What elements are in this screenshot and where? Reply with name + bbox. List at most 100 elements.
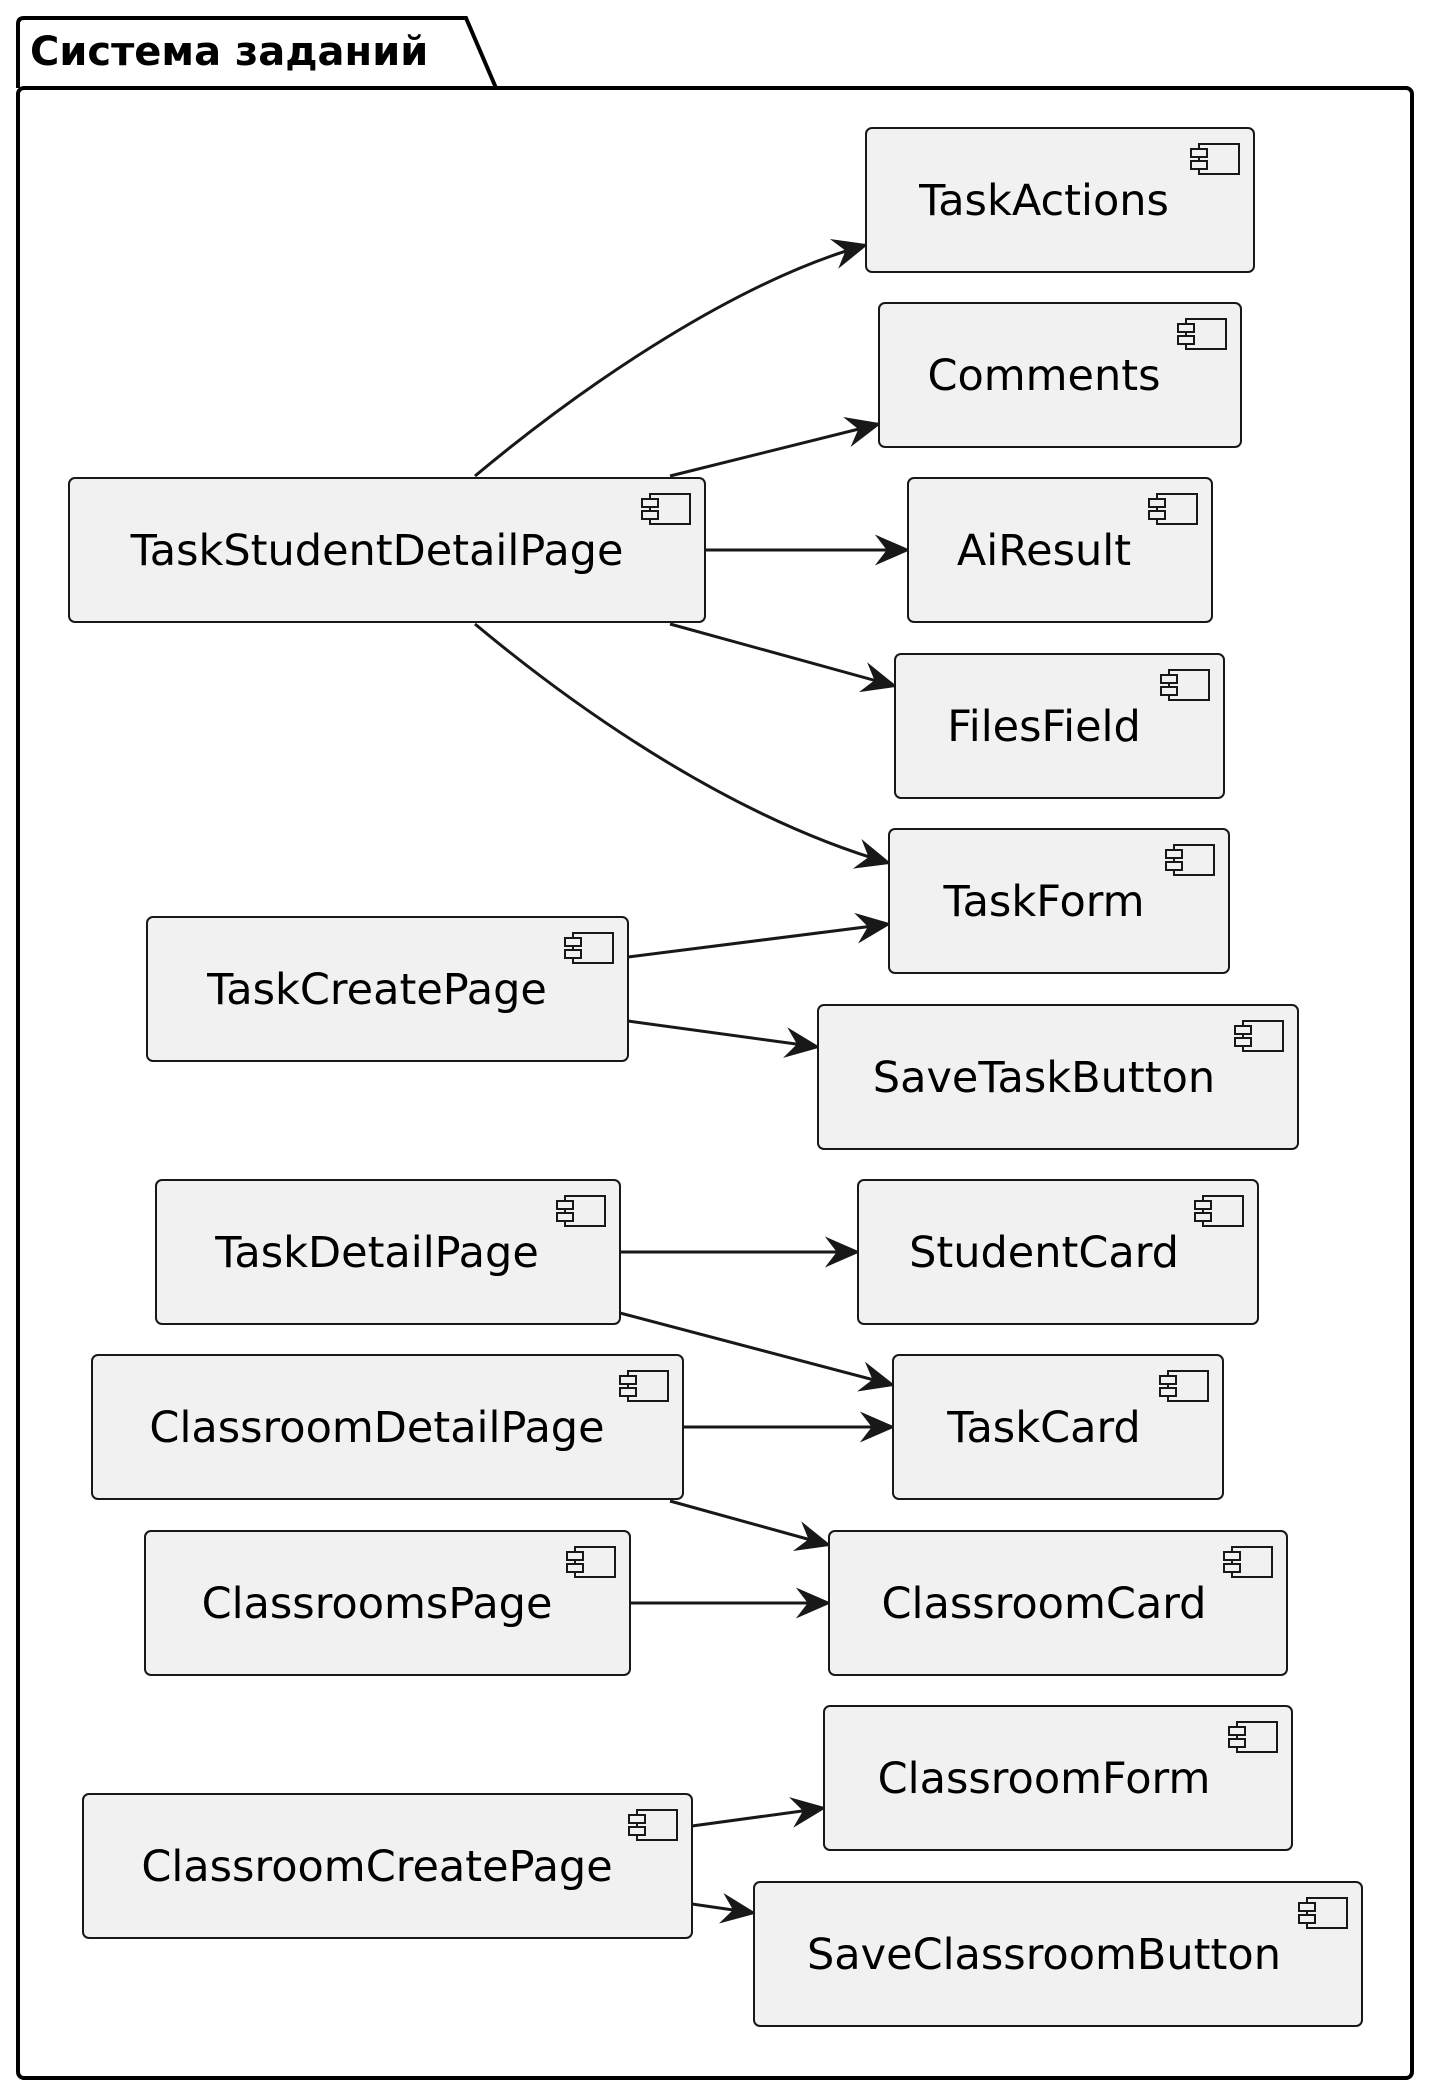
component-ClassroomForm: ClassroomForm (823, 1705, 1293, 1851)
component-icon (1160, 669, 1210, 701)
component-icon (1234, 1020, 1284, 1052)
edge-line (619, 1311, 894, 1387)
edge-ClassroomCreatePage-to-SaveClassroomButton (691, 1892, 757, 1924)
arrowhead (829, 238, 869, 269)
component-label: TaskCard (946, 1403, 1140, 1453)
package-title: Система заданий (30, 29, 428, 75)
component-box (144, 1530, 631, 1676)
component-box (753, 1881, 1363, 2027)
arrowhead (874, 534, 911, 566)
edge-TaskCreatePage-to-TaskForm (627, 912, 892, 959)
edge-ClassroomDetailPage-to-ClassroomCard (669, 1499, 832, 1552)
component-box (894, 653, 1225, 799)
component-label: Comments (927, 351, 1160, 401)
package-frame (16, 86, 1414, 2080)
arrowhead (783, 1027, 821, 1058)
component-TaskDetailPage: TaskDetailPage (155, 1179, 621, 1325)
edge-TaskDetailPage-to-StudentCard (620, 1236, 861, 1268)
component-box (907, 477, 1213, 623)
component-label: TaskCreatePage (206, 965, 547, 1015)
component-label: ClassroomCreatePage (141, 1842, 612, 1892)
component-label: ClassroomCard (882, 1579, 1207, 1629)
component-box (865, 127, 1255, 273)
component-label: SaveTaskButton (873, 1053, 1215, 1103)
edge-line (669, 622, 896, 688)
arrowhead (843, 417, 882, 448)
component-label: FilesField (947, 702, 1141, 752)
component-box (878, 302, 1242, 448)
component-label: TaskForm (942, 877, 1144, 927)
edge-TaskStudentDetailPage-to-TaskActions (474, 238, 869, 478)
component-AiResult: AiResult (907, 477, 1213, 623)
component-TaskActions: TaskActions (865, 127, 1255, 273)
component-icon (1223, 1546, 1273, 1578)
edges-layer (474, 238, 911, 1924)
component-label: SaveClassroomButton (807, 1930, 1281, 1980)
component-label: TaskStudentDetailPage (130, 526, 624, 576)
component-box (82, 1793, 693, 1939)
component-Comments: Comments (878, 302, 1242, 448)
nodes-layer: TaskActionsCommentsTaskStudentDetailPage… (68, 127, 1363, 2027)
component-box (828, 1530, 1288, 1676)
edge-TaskStudentDetailPage-to-TaskForm (474, 622, 892, 869)
arrowhead (854, 912, 892, 944)
arrowhead (858, 662, 898, 693)
arrowhead (859, 1411, 896, 1443)
edge-line (627, 922, 890, 959)
arrowhead (824, 1236, 861, 1268)
component-StudentCard: StudentCard (857, 1179, 1259, 1325)
component-label: ClassroomDetailPage (149, 1403, 604, 1453)
edge-TaskDetailPage-to-TaskCard (619, 1311, 896, 1392)
edge-line (691, 1806, 825, 1828)
component-ClassroomCard: ClassroomCard (828, 1530, 1288, 1676)
component-FilesField: FilesField (894, 653, 1225, 799)
arrowhead (718, 1892, 757, 1924)
component-TaskCreatePage: TaskCreatePage (146, 916, 629, 1062)
arrowhead (857, 1361, 896, 1392)
component-box (155, 1179, 621, 1325)
component-label: ClassroomForm (878, 1754, 1211, 1804)
arrowhead (795, 1587, 832, 1619)
component-icon (1177, 318, 1227, 350)
component-ClassroomCreatePage: ClassroomCreatePage (82, 1793, 693, 1939)
component-box (888, 828, 1230, 974)
edge-TaskStudentDetailPage-to-AiResult (705, 534, 911, 566)
component-icon (641, 493, 691, 525)
package: Система заданий (16, 16, 1414, 2080)
component-icon (1159, 1370, 1209, 1402)
edge-line (474, 243, 867, 478)
edge-line (669, 1499, 830, 1547)
component-box (68, 477, 706, 623)
component-box (823, 1705, 1293, 1851)
component-TaskCard: TaskCard (892, 1354, 1224, 1500)
component-TaskForm: TaskForm (888, 828, 1230, 974)
package-tab (16, 16, 498, 89)
component-label: TaskActions (918, 176, 1169, 226)
edge-ClassroomDetailPage-to-TaskCard (683, 1411, 896, 1443)
component-icon (619, 1370, 669, 1402)
component-icon (1298, 1897, 1348, 1929)
component-box (91, 1354, 684, 1500)
component-box (146, 916, 629, 1062)
component-box (892, 1354, 1224, 1500)
component-icon (1148, 493, 1198, 525)
edge-line (669, 422, 880, 478)
component-box (817, 1004, 1299, 1150)
edge-line (474, 622, 890, 865)
arrowhead (852, 838, 892, 869)
component-label: StudentCard (909, 1228, 1179, 1278)
component-icon (1165, 844, 1215, 876)
edge-TaskStudentDetailPage-to-Comments (669, 417, 882, 478)
edge-ClassroomsPage-to-ClassroomCard (630, 1587, 832, 1619)
component-icon (1228, 1721, 1278, 1753)
component-SaveTaskButton: SaveTaskButton (817, 1004, 1299, 1150)
component-icon (566, 1546, 616, 1578)
arrowhead (792, 1521, 832, 1552)
component-icon (564, 932, 614, 964)
component-TaskStudentDetailPage: TaskStudentDetailPage (68, 477, 706, 623)
component-label: ClassroomsPage (202, 1579, 553, 1629)
edge-TaskStudentDetailPage-to-FilesField (669, 622, 898, 693)
edge-line (627, 1019, 819, 1049)
arrowhead (789, 1797, 827, 1828)
